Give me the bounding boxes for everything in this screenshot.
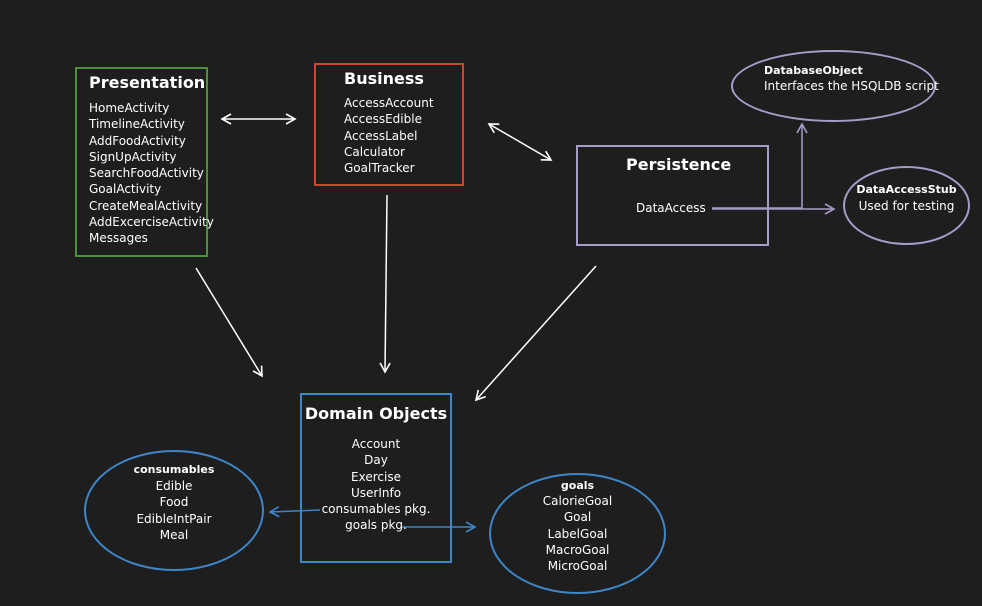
databaseobject-title: DatabaseObject xyxy=(764,64,863,77)
arrow-persistence-domain xyxy=(474,265,597,402)
presentation-item: SearchFoodActivity xyxy=(89,166,204,181)
presentation-item: SignUpActivity xyxy=(89,149,177,164)
business-item: AccessLabel xyxy=(344,128,418,143)
business-item: GoalTracker xyxy=(344,161,415,176)
business-item: AccessAccount xyxy=(344,96,434,110)
arrow-presentation-domain xyxy=(195,267,263,378)
consumables-title: consumables xyxy=(133,463,215,476)
goals-title: goals xyxy=(560,479,595,492)
domain-objects-box xyxy=(300,393,452,563)
databaseobject-ellipse xyxy=(731,50,936,122)
goals-item: MacroGoal xyxy=(545,542,610,557)
consumables-item: Food xyxy=(159,495,189,510)
consumables-items: Edible Food EdibleIntPair Meal xyxy=(84,478,264,543)
domain-item: consumables pkg. xyxy=(321,502,431,517)
presentation-item: CreateMealActivity xyxy=(89,198,203,213)
presentation-box xyxy=(75,67,208,257)
business-title: Business xyxy=(344,69,424,88)
persistence-item-dataaccess: DataAccess xyxy=(636,201,706,215)
goals-item: Goal xyxy=(563,510,592,525)
domain-objects-title: Domain Objects xyxy=(304,404,448,423)
domain-item: Day xyxy=(364,453,388,468)
domain-item: Account xyxy=(351,437,401,451)
presentation-title: Presentation xyxy=(89,73,206,92)
business-items: AccessAccount AccessEdible AccessLabel C… xyxy=(344,95,434,176)
domain-objects-items: Account Day Exercise UserInfo consumable… xyxy=(300,436,452,534)
presentation-item: AddExcerciseActivity xyxy=(89,215,214,230)
goals-items: CalorieGoal Goal LabelGoal MacroGoal Mic… xyxy=(489,493,666,574)
domain-item: goals pkg. xyxy=(345,518,407,533)
databaseobject-description: Interfaces the HSQLDB script xyxy=(764,79,939,93)
business-item: AccessEdible xyxy=(344,112,422,127)
goals-ellipse xyxy=(489,473,666,594)
presentation-item: Messages xyxy=(89,231,148,246)
presentation-item: TimelineActivity xyxy=(89,117,185,132)
goals-item: CalorieGoal xyxy=(542,494,613,508)
consumables-item: EdibleIntPair xyxy=(136,511,212,526)
goals-item: LabelGoal xyxy=(547,526,608,541)
domain-item: Exercise xyxy=(351,469,401,484)
dataaccessstub-ellipse xyxy=(843,166,970,245)
presentation-item: GoalActivity xyxy=(89,182,162,197)
persistence-box xyxy=(576,145,769,246)
business-box xyxy=(314,63,464,186)
presentation-items: HomeActivity TimelineActivity AddFoodAct… xyxy=(89,100,214,247)
consumables-ellipse xyxy=(84,450,264,571)
business-item: Calculator xyxy=(344,144,405,159)
persistence-title: Persistence xyxy=(626,155,732,174)
consumables-item: Meal xyxy=(159,527,189,542)
arrow-domain-consumables xyxy=(268,505,321,518)
dataaccessstub-title: DataAccessStub xyxy=(856,183,957,196)
presentation-item: HomeActivity xyxy=(89,101,170,115)
consumables-item: Edible xyxy=(155,479,193,493)
arrow-dataaccess-databaseobject xyxy=(712,122,808,209)
arrow-business-persistence xyxy=(487,123,553,161)
presentation-item: AddFoodActivity xyxy=(89,133,186,148)
arrow-business-domain xyxy=(379,194,391,374)
goals-item: MicroGoal xyxy=(547,559,608,574)
domain-item: UserInfo xyxy=(350,485,402,500)
dataaccessstub-description: Used for testing xyxy=(858,199,955,213)
